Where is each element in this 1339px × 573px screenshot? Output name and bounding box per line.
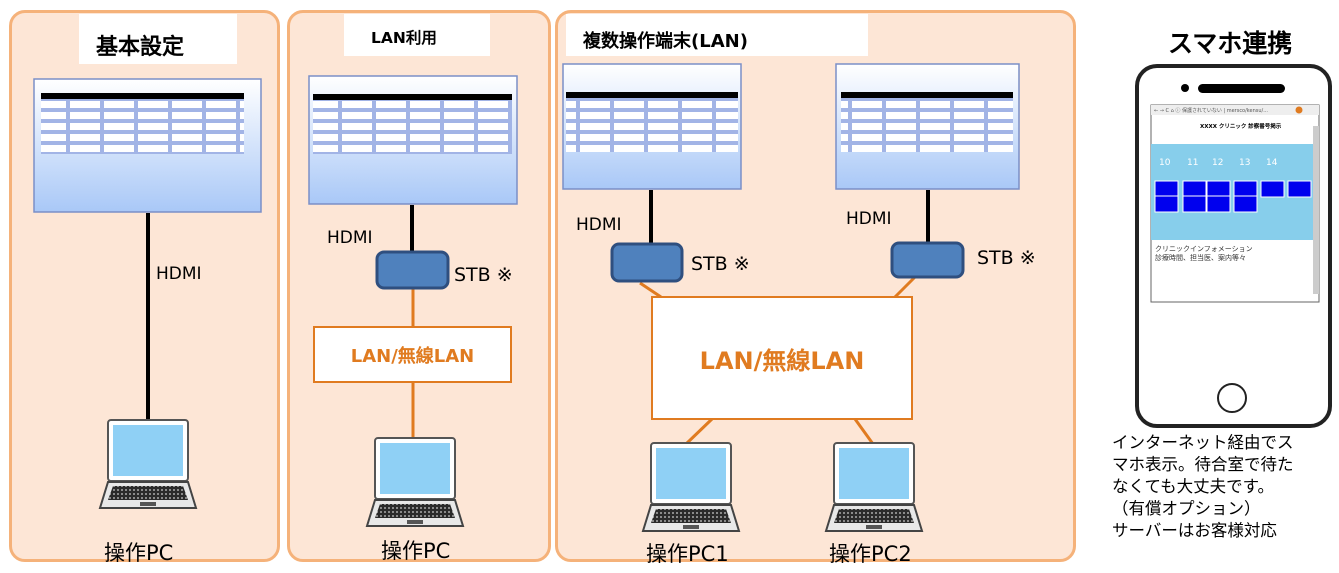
stb-label-multi-left: STB ※	[691, 253, 750, 275]
phone-url-bar: ← → C ⌂ ⓘ 保護されていない | mersco/kensu/...	[1154, 108, 1268, 114]
smartphone-title: スマホ連携	[1168, 29, 1293, 58]
laptop-multi-right	[824, 442, 924, 532]
panel-title-multi: 複数操作端末(LAN)	[566, 14, 868, 56]
hdmi-label-basic: HDMI	[156, 264, 202, 284]
phone-info-text: 診療時間、担当医、案内等々	[1155, 254, 1246, 262]
lan-box-lan: LAN/無線LAN	[313, 326, 512, 383]
panel-title-basic: 基本設定	[79, 14, 237, 64]
phone-number-4: 13	[1239, 158, 1251, 168]
phone-number-5: 14	[1266, 158, 1278, 168]
smartphone	[1135, 64, 1332, 428]
panel-title-lan: LAN利用	[344, 14, 490, 56]
phone-number-2: 11	[1187, 158, 1199, 168]
stb-box-multi-left	[610, 242, 684, 283]
lan-cable-multi-1	[639, 281, 662, 299]
phone-number-1: 10	[1159, 158, 1171, 168]
hdmi-label-multi-left: HDMI	[576, 215, 622, 235]
laptop-basic	[98, 419, 198, 509]
caption-line: なくても大丈夫です。	[1112, 477, 1275, 496]
monitor-multi-left	[562, 63, 742, 190]
lan-cable-multi-4	[853, 418, 875, 445]
pc-label-multi-left: 操作PC1	[646, 542, 729, 566]
caption-line: インターネット経由でス	[1112, 433, 1294, 452]
caption-line: サーバーはお客様対応	[1112, 521, 1277, 540]
pc-label-multi-right: 操作PC2	[829, 542, 912, 566]
laptop-multi-left	[641, 442, 741, 532]
lan-cable-multi-3	[684, 417, 714, 446]
monitor-multi-right	[835, 63, 1020, 190]
laptop-lan	[365, 437, 465, 527]
phone-info-title: クリニックインフォメーション	[1155, 245, 1253, 253]
lan-cable-multi-2	[893, 275, 917, 299]
stb-box-multi-right	[890, 241, 965, 279]
monitor-lan	[308, 75, 518, 205]
caption-line: マホ表示。待合室で待た	[1112, 455, 1294, 474]
pc-label-basic: 操作PC	[104, 541, 174, 565]
pc-label-lan: 操作PC	[381, 539, 451, 563]
stb-label-lan: STB ※	[454, 264, 513, 286]
stb-label-multi-right: STB ※	[977, 247, 1036, 269]
phone-page-title: XXXX クリニック 診察番号掲示	[1200, 124, 1282, 130]
lan-box-multi: LAN/無線LAN	[651, 296, 913, 420]
caption-line: （有償オプション）	[1112, 499, 1261, 518]
hdmi-label-multi-right: HDMI	[846, 209, 892, 229]
phone-number-3: 12	[1212, 158, 1224, 168]
smartphone-caption: インターネット経由でス マホ表示。待合室で待た なくても大丈夫です。 （有償オプ…	[1112, 432, 1339, 542]
monitor-basic	[33, 78, 262, 213]
hdmi-label-lan: HDMI	[327, 228, 373, 248]
stb-box-lan	[375, 250, 450, 290]
